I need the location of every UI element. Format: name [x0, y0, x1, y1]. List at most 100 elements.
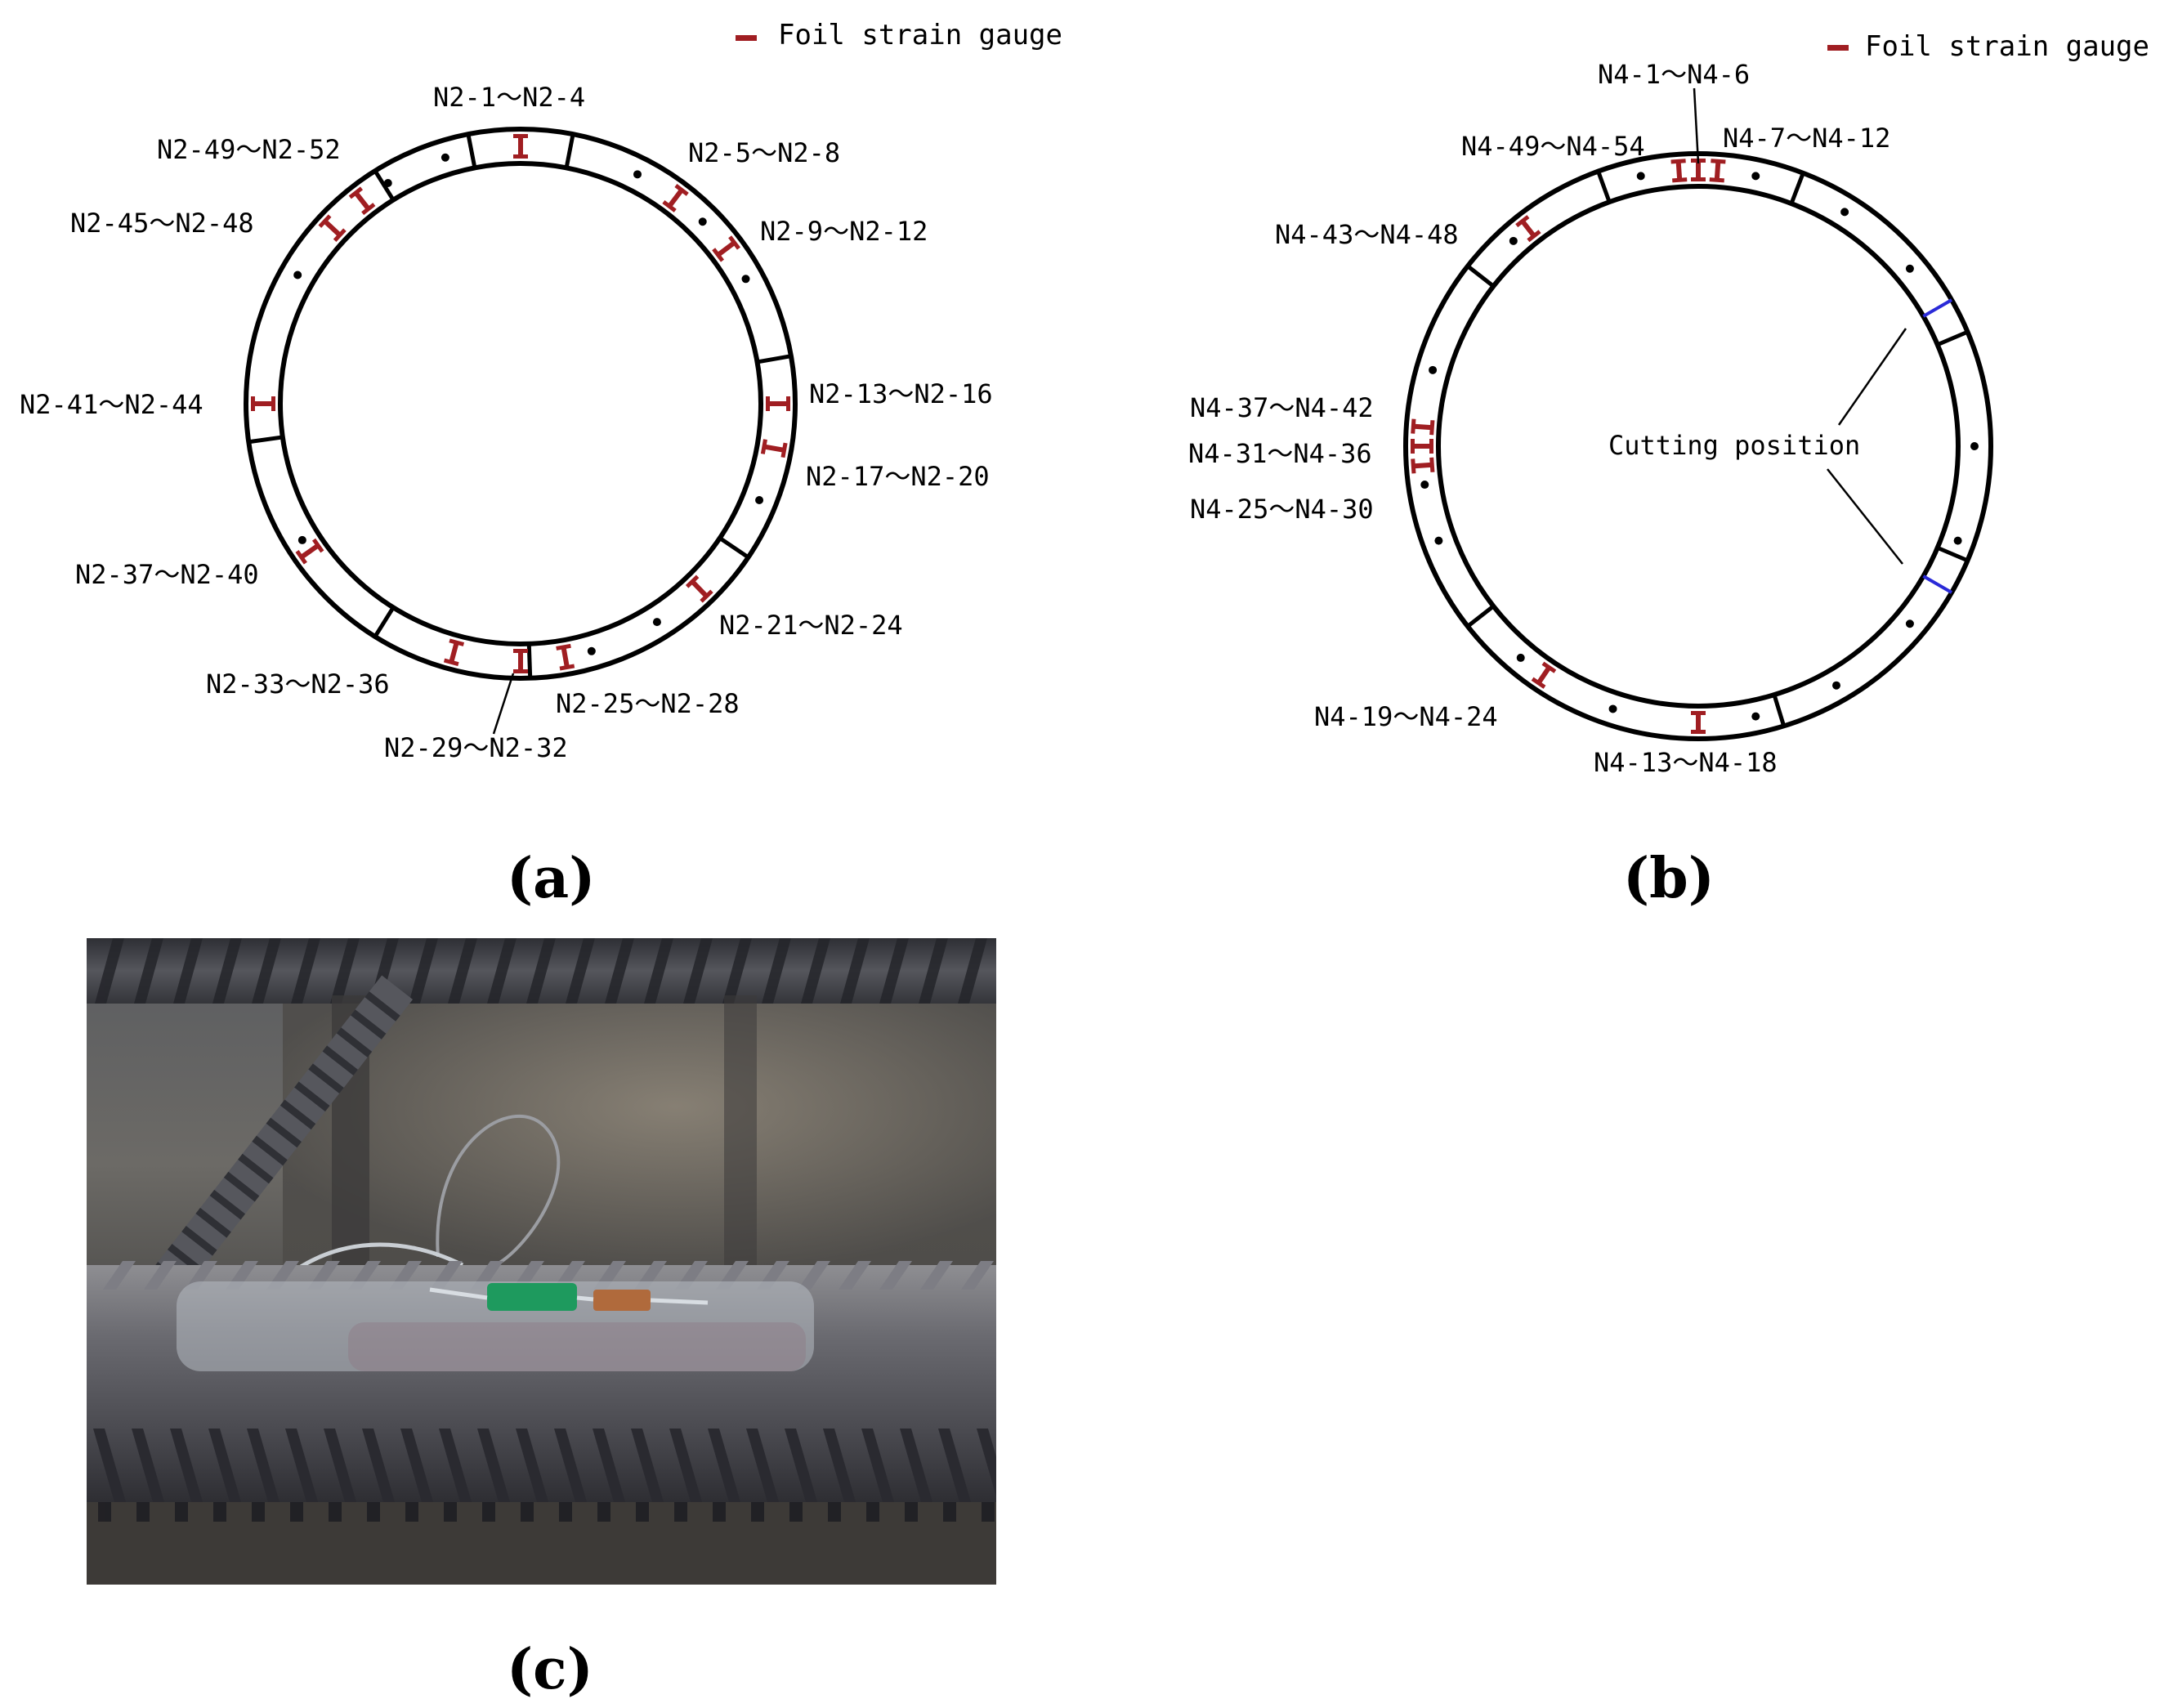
rebar-dot [698, 217, 707, 226]
rebar-rib [364, 991, 400, 1022]
rebar-dot [1751, 172, 1760, 181]
rebar-rib [175, 1502, 188, 1522]
rebar-rib [212, 938, 242, 1004]
rebar-rib [444, 1502, 457, 1522]
rebar-dot [741, 275, 750, 284]
rebar-dot [383, 178, 392, 187]
rebar-rib [252, 938, 281, 1004]
rebar-dot [1608, 704, 1617, 713]
strain-gauge-marker [685, 575, 713, 603]
gauge-label: N2-17～N2-20 [806, 461, 990, 492]
rebar-rib [669, 1429, 702, 1502]
gauge-label: N4-7～N4-12 [1723, 123, 1890, 154]
segment-joint [248, 435, 284, 445]
segment-joint [564, 133, 575, 168]
gauge-label: N2-37～N2-40 [75, 559, 259, 590]
rebar-dot [1905, 264, 1914, 273]
rebar-rib [554, 1429, 587, 1502]
segment-joint [718, 536, 749, 559]
rebar-rib [919, 938, 948, 1004]
gauge-label: N4-31～N4-36 [1188, 438, 1372, 469]
panel-label-a: (a) [507, 846, 595, 911]
rebar-rib [683, 938, 713, 1004]
gauge-label: N4-25～N4-30 [1190, 494, 1374, 525]
rebar-rib [597, 1502, 610, 1522]
legend-marker [1827, 45, 1849, 51]
rebar-dot [441, 153, 449, 162]
rebar-dot [1420, 481, 1429, 490]
strain-gauge-marker [662, 184, 689, 212]
gauge-label: N4-37～N4-42 [1190, 392, 1374, 423]
legend-b: Foil strain gauge [1827, 30, 2149, 63]
rebar-rib [943, 1502, 956, 1522]
strain-gauge-marker [348, 186, 376, 216]
rebar-rib [208, 1429, 241, 1502]
rebar-rib [958, 938, 987, 1004]
segmented-ring-a [244, 127, 798, 681]
strain-gauge-marker [712, 235, 740, 262]
strain-gauge-marker [556, 643, 575, 671]
rebar-rib [879, 938, 909, 1004]
rebar-rib [762, 938, 791, 1004]
gauge-label: N2-13～N2-16 [809, 378, 993, 409]
rebar-rib [920, 1261, 953, 1290]
rebar-rib [134, 938, 163, 1004]
rebar-dot [1429, 365, 1438, 374]
rebar-rib [900, 1429, 932, 1502]
gauge-label: N4-49～N4-54 [1461, 131, 1645, 162]
gauge-label: N2-25～N2-28 [556, 688, 740, 719]
rebar-rib [866, 1502, 879, 1522]
legend-label: Foil strain gauge [1865, 30, 2149, 63]
rebar-rib [938, 1429, 971, 1502]
rebar-rib [409, 938, 438, 1004]
strain-gauge-marker [251, 396, 275, 411]
rebar-rib [136, 1502, 150, 1522]
gauge-labels-b: N4-1～N4-6 N4-7～N4-12 N4-49～N4-54 N4-43～N… [1188, 59, 1907, 778]
rebar-rib [482, 1502, 495, 1522]
strain-gauge-marker [766, 396, 790, 411]
rebar-rib [400, 1429, 433, 1502]
rebar-rib [209, 1189, 246, 1220]
strain-gauge-marker [1411, 439, 1433, 454]
rebar-rib [98, 1502, 111, 1522]
panel-label-c: (c) [507, 1637, 593, 1702]
rebar-dot [1832, 681, 1840, 690]
gauge-label: N2-29～N2-32 [384, 732, 568, 763]
gauge-label: N4-13～N4-18 [1594, 747, 1778, 778]
rebar-rib [439, 1429, 472, 1502]
legend-label: Foil strain gauge [778, 19, 1062, 51]
rebar-rib [181, 1225, 217, 1256]
rebar-rib [798, 1261, 830, 1290]
panel-label-b: (b) [1623, 846, 1715, 911]
segment-joint [1596, 170, 1612, 203]
rebar-rib [329, 1502, 342, 1522]
rebar-dot [293, 271, 302, 279]
rebar-rib [252, 1135, 288, 1166]
rebar-rib [982, 1502, 995, 1522]
strain-gauge-marker [1670, 159, 1688, 183]
rebar-rib [351, 1009, 387, 1040]
rebar-dot [1516, 653, 1525, 662]
rebar-dot [1953, 536, 1962, 545]
gauge-labels-a: N2-1～N2-4 N2-5～N2-8 N2-9～N2-12 N2-13～N2-… [20, 82, 993, 763]
rebar-dot [1509, 236, 1518, 245]
rebar-rib [605, 938, 634, 1004]
rebar-rib [644, 938, 673, 1004]
rebar-dot [1636, 172, 1645, 181]
rebar-rib [879, 1261, 912, 1290]
legend-a: Foil strain gauge [736, 19, 1062, 51]
rebar-rib [566, 938, 595, 1004]
rebar-rib [708, 1429, 740, 1502]
segment-joint [373, 606, 396, 638]
rebar-rib [173, 938, 203, 1004]
rebar-rib [367, 1502, 380, 1522]
rebar-dot [1970, 442, 1979, 450]
rebar-rib [185, 1261, 217, 1290]
cutting-leader-lower [1827, 468, 1903, 565]
segment-joint [526, 643, 533, 678]
gauge-label: N4-1～N4-6 [1598, 59, 1750, 90]
rebar-rib [823, 1429, 856, 1502]
rebar-rib [144, 1261, 177, 1290]
rebar-dot [1840, 208, 1849, 217]
